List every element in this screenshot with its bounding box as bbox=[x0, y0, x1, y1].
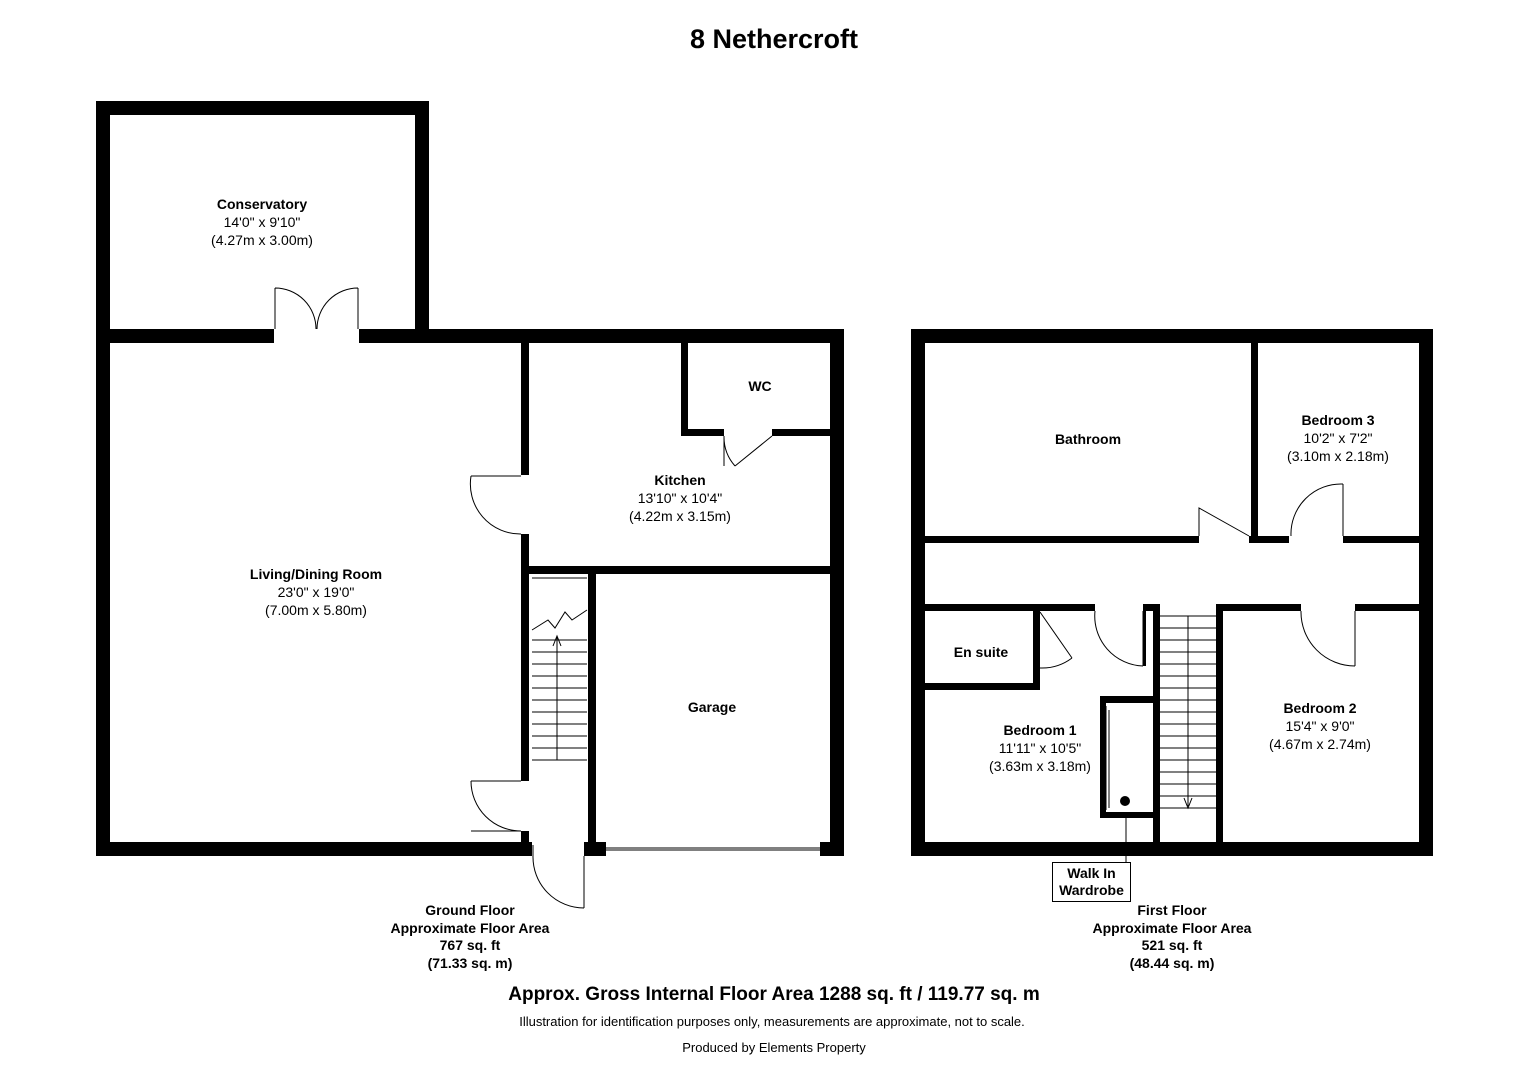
room-name: WC bbox=[748, 378, 772, 394]
room-bathroom: Bathroom bbox=[1028, 430, 1148, 448]
room-dimensions-imperial: 11'11" x 10'5" bbox=[998, 740, 1082, 756]
first-floor-walls bbox=[911, 329, 1433, 856]
walk-in-wardrobe-label: Walk In Wardrobe bbox=[1052, 862, 1131, 902]
summary-area-label: Approximate Floor Area bbox=[1092, 919, 1252, 936]
room-dimensions-imperial: 10'2" x 7'2" bbox=[1303, 430, 1373, 446]
disclaimer: Illustration for identification purposes… bbox=[519, 1014, 1025, 1029]
summary-floor-name: First Floor bbox=[1137, 902, 1207, 918]
wardrobe-rail-icon bbox=[1120, 796, 1130, 806]
gross-floor-area: Approx. Gross Internal Floor Area 1288 s… bbox=[508, 984, 1040, 1005]
room-name: Bathroom bbox=[1054, 431, 1122, 447]
first-floor-doors bbox=[1039, 483, 1356, 862]
summary-area-sqm: (71.33 sq. m) bbox=[427, 954, 513, 971]
room-name: Bedroom 1 bbox=[1003, 722, 1077, 738]
room-garage: Garage bbox=[652, 698, 772, 716]
room-dimensions-metric: (3.63m x 3.18m) bbox=[989, 758, 1091, 774]
room-dimensions-imperial: 13'10" x 10'4" bbox=[637, 490, 723, 506]
summary-area-label: Approximate Floor Area bbox=[390, 919, 550, 936]
room-dimensions-metric: (4.67m x 2.74m) bbox=[1269, 736, 1371, 752]
room-dimensions-imperial: 23'0" x 19'0" bbox=[277, 584, 355, 600]
room-dimensions-metric: (4.27m x 3.00m) bbox=[211, 232, 313, 248]
first-floor-summary: First Floor Approximate Floor Area 521 s… bbox=[1072, 902, 1272, 972]
wardrobe-line-2: Wardrobe bbox=[1059, 882, 1124, 898]
room-name: Garage bbox=[687, 699, 737, 715]
room-name: Living/Dining Room bbox=[249, 566, 383, 582]
room-dimensions-metric: (3.10m x 2.18m) bbox=[1287, 448, 1389, 464]
room-dimensions-imperial: 14'0" x 9'10" bbox=[223, 214, 301, 230]
room-conservatory: Conservatory 14'0" x 9'10" (4.27m x 3.00… bbox=[162, 195, 362, 249]
ground-floor-summary: Ground Floor Approximate Floor Area 767 … bbox=[370, 902, 570, 972]
summary-area-sqft: 521 sq. ft bbox=[1141, 937, 1203, 953]
wardrobe-line-1: Walk In bbox=[1067, 865, 1116, 881]
room-name: Bedroom 2 bbox=[1283, 700, 1357, 716]
room-dimensions-imperial: 15'4" x 9'0" bbox=[1285, 718, 1355, 734]
room-name: Kitchen bbox=[654, 472, 706, 488]
room-kitchen: Kitchen 13'10" x 10'4" (4.22m x 3.15m) bbox=[590, 471, 770, 525]
room-wc: WC bbox=[720, 377, 800, 395]
room-en-suite: En suite bbox=[936, 643, 1026, 661]
room-bedroom-1: Bedroom 1 11'11" x 10'5" (3.63m x 3.18m) bbox=[970, 721, 1110, 775]
summary-area-sqm: (48.44 sq. m) bbox=[1129, 954, 1215, 971]
producer-credit: Produced by Elements Property bbox=[682, 1040, 866, 1055]
page-title: 8 Nethercroft bbox=[689, 24, 859, 54]
ground-floor-walls bbox=[96, 101, 844, 856]
room-name: Conservatory bbox=[216, 196, 308, 212]
room-name: En suite bbox=[953, 644, 1009, 660]
ground-floor-doors bbox=[274, 287, 820, 909]
room-name: Bedroom 3 bbox=[1301, 412, 1375, 428]
room-bedroom-2: Bedroom 2 15'4" x 9'0" (4.67m x 2.74m) bbox=[1250, 699, 1390, 753]
summary-area-sqft: 767 sq. ft bbox=[439, 937, 501, 953]
room-dimensions-metric: (4.22m x 3.15m) bbox=[629, 508, 731, 524]
room-dimensions-metric: (7.00m x 5.80m) bbox=[265, 602, 367, 618]
room-living-dining: Living/Dining Room 23'0" x 19'0" (7.00m … bbox=[206, 565, 426, 619]
room-bedroom-3: Bedroom 3 10'2" x 7'2" (3.10m x 2.18m) bbox=[1268, 411, 1408, 465]
summary-floor-name: Ground Floor bbox=[425, 902, 515, 918]
